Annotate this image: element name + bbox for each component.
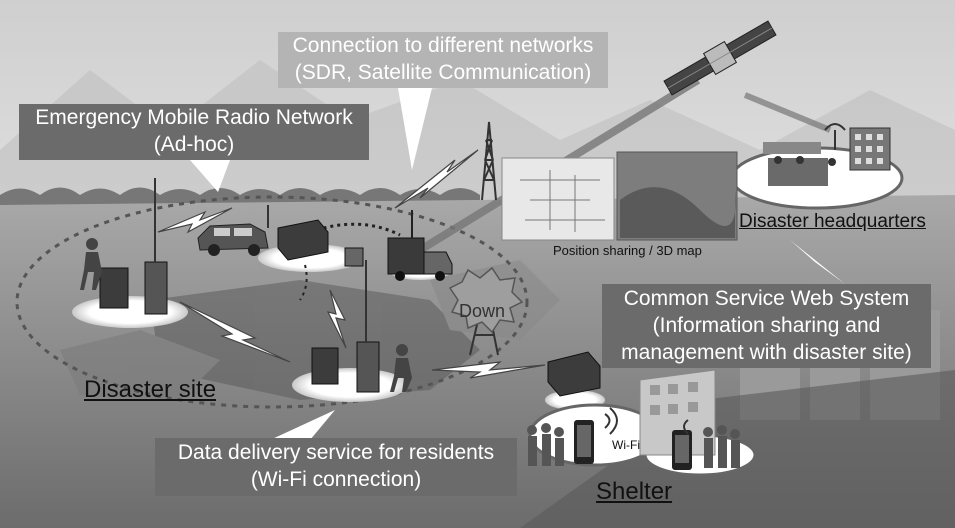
disaster-site-label: Disaster site bbox=[84, 376, 217, 403]
residents-callout: Data delivery service for residents (Wi-… bbox=[155, 438, 517, 496]
residents-callout-line2: (Wi-Fi connection) bbox=[250, 468, 422, 491]
building-icon bbox=[824, 123, 891, 171]
truck-icon bbox=[387, 210, 453, 281]
web-system-callout-line1: Common Service Web System bbox=[623, 287, 910, 310]
wifi-icon bbox=[604, 407, 689, 435]
shelter-label: Shelter bbox=[596, 478, 673, 505]
equipment-box-icon bbox=[99, 219, 601, 397]
networks-callout: Connection to different networks (SDR, S… bbox=[278, 32, 608, 88]
position-sharing-label: Position sharing / 3D map bbox=[553, 243, 702, 258]
tree-line bbox=[0, 187, 480, 205]
satellite-icon bbox=[663, 20, 777, 96]
wifi-label: Wi-Fi bbox=[612, 438, 640, 452]
web-system-callout-line2: (Information sharing and bbox=[652, 314, 881, 337]
down-burst bbox=[448, 266, 524, 334]
networks-callout-line2: (SDR, Satellite Communication) bbox=[294, 61, 592, 84]
hq-link-line bbox=[743, 92, 832, 133]
shelter-building bbox=[639, 369, 716, 456]
residents bbox=[527, 423, 740, 468]
web-system-callout-line3: management with disaster site) bbox=[621, 341, 912, 364]
callout-pointers bbox=[190, 88, 845, 440]
radio-callout-line2: (Ad-hoc) bbox=[153, 133, 235, 156]
worker-icon bbox=[80, 238, 412, 392]
headquarters-label: Disaster headquarters bbox=[739, 211, 926, 232]
down-label: Down bbox=[459, 301, 506, 321]
lightning-link-icon bbox=[157, 149, 546, 379]
car-icon bbox=[197, 223, 269, 256]
map-screens bbox=[501, 151, 738, 241]
residents-callout-line1: Data delivery service for residents bbox=[177, 441, 495, 464]
web-system-callout: Common Service Web System (Information s… bbox=[602, 284, 931, 368]
networks-callout-line1: Connection to different networks bbox=[292, 34, 594, 57]
smartphone-icon bbox=[574, 420, 692, 470]
antenna-masts bbox=[154, 178, 367, 342]
radio-network-callout: Emergency Mobile Radio Network (Ad-hoc) bbox=[19, 104, 369, 160]
control-room bbox=[763, 142, 836, 186]
radio-callout-line1: Emergency Mobile Radio Network bbox=[35, 106, 353, 129]
disaster-site-boundary bbox=[15, 195, 529, 409]
radio-tower-icon bbox=[481, 121, 497, 201]
